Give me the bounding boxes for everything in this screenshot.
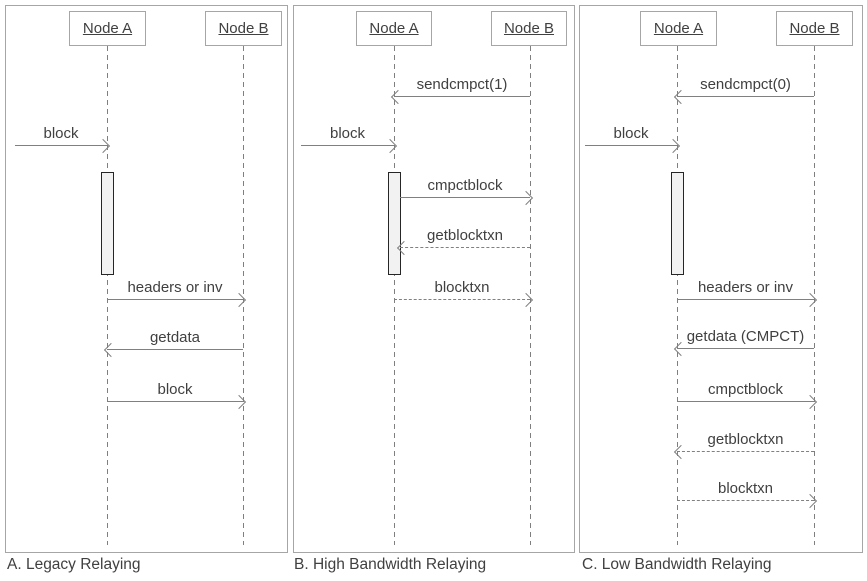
message-label: headers or inv	[127, 279, 223, 296]
arrow-line	[677, 500, 814, 501]
message-label: sendcmpct(0)	[700, 76, 791, 93]
panel-c-caption: C. Low Bandwidth Relaying	[582, 556, 772, 573]
lifeline-node-b	[814, 46, 815, 545]
node-a-box: Node A	[69, 11, 146, 46]
message-getdata-cmpct: getdata (CMPCT)	[673, 324, 814, 357]
lifeline-node-a	[394, 46, 395, 545]
panel-legacy-relaying	[5, 5, 288, 553]
message-label: blocktxn	[434, 279, 490, 296]
arrow-line	[15, 145, 107, 146]
message-getblocktxn: getblocktxn	[396, 223, 530, 256]
node-a-box: Node A	[356, 11, 432, 46]
message-label: getdata	[149, 329, 201, 346]
arrow-line	[301, 145, 394, 146]
message-blocktxn: blocktxn	[394, 275, 534, 308]
node-a-label: Node A	[82, 20, 133, 37]
arrow-line	[394, 96, 530, 97]
arrow-line	[400, 247, 530, 248]
message-headers-or-inv: headers or inv	[107, 275, 247, 308]
message-label: getblocktxn	[707, 431, 784, 448]
arrow-line	[107, 401, 243, 402]
message-label: headers or inv	[697, 279, 794, 296]
message-cmpctblock: cmpctblock	[400, 173, 534, 206]
activation-bar	[388, 172, 401, 275]
lifeline-node-b	[530, 46, 531, 545]
arrow-line	[107, 299, 243, 300]
message-label: block	[613, 125, 649, 142]
node-a-label: Node A	[653, 20, 704, 37]
message-label: getdata (CMPCT)	[686, 328, 805, 345]
node-a-label: Node A	[369, 20, 419, 37]
node-b-box: Node B	[205, 11, 282, 46]
message-sendcmpct-1: sendcmpct(1)	[390, 72, 530, 105]
arrow-line	[677, 348, 814, 349]
panel-a-caption: A. Legacy Relaying	[7, 556, 141, 573]
arrow-line	[677, 401, 814, 402]
message-getblocktxn: getblocktxn	[673, 427, 814, 460]
message-label: cmpctblock	[427, 177, 503, 194]
message-label: cmpctblock	[707, 381, 784, 398]
arrow-line	[400, 197, 530, 198]
activation-bar	[671, 172, 684, 275]
message-blocktxn: blocktxn	[677, 476, 818, 509]
lifeline-node-b	[243, 46, 244, 545]
lifeline-node-a	[677, 46, 678, 545]
message-label: getblocktxn	[427, 227, 503, 244]
message-label: block	[43, 125, 79, 142]
node-a-box: Node A	[640, 11, 717, 46]
message-sendcmpct-0: sendcmpct(0)	[673, 72, 814, 105]
message-headers-or-inv: headers or inv	[677, 275, 818, 308]
message-block-incoming: block	[301, 121, 398, 154]
arrow-line	[677, 299, 814, 300]
arrow-line	[677, 96, 814, 97]
arrow-line	[585, 145, 677, 146]
message-label: block	[157, 381, 193, 398]
arrow-line	[394, 299, 530, 300]
arrow-line	[107, 349, 243, 350]
message-label: blocktxn	[717, 480, 774, 497]
message-label: sendcmpct(1)	[416, 76, 508, 93]
panel-b-caption: B. High Bandwidth Relaying	[294, 556, 487, 573]
message-block-relay: block	[107, 377, 247, 410]
message-block-incoming: block	[585, 121, 681, 154]
node-b-label: Node B	[503, 20, 555, 37]
message-block-incoming: block	[15, 121, 111, 154]
message-getdata: getdata	[103, 325, 243, 358]
lifeline-node-a	[107, 46, 108, 545]
node-b-box: Node B	[491, 11, 567, 46]
arrow-line	[677, 451, 814, 452]
activation-bar	[101, 172, 114, 275]
node-b-label: Node B	[218, 20, 269, 37]
node-b-label: Node B	[789, 20, 840, 37]
message-label: block	[329, 125, 366, 142]
message-cmpctblock: cmpctblock	[677, 377, 818, 410]
node-b-box: Node B	[776, 11, 853, 46]
